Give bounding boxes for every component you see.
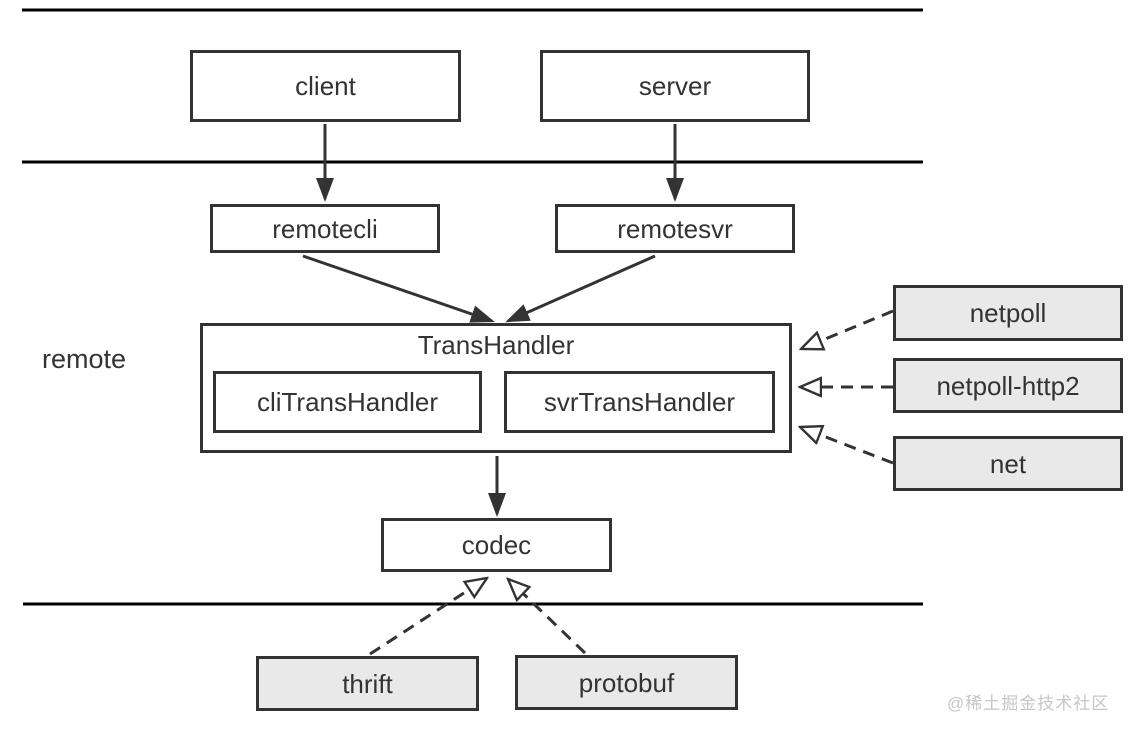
node-remotecli-label: remotecli (272, 213, 378, 244)
node-client-label: client (295, 71, 356, 101)
edge-net-transhandler (800, 427, 894, 465)
node-svr-transhandler-label: svrTransHandler (543, 387, 736, 417)
node-transhandler-label: TransHandler (417, 330, 575, 360)
node-net-label: net (989, 448, 1027, 479)
node-cli-transhandler-label: cliTransHandler (256, 387, 439, 417)
node-svr-transhandler: svrTransHandler (504, 371, 775, 433)
node-client: client (190, 50, 461, 122)
node-remotecli: remotecli (210, 204, 440, 253)
node-cli-transhandler: cliTransHandler (213, 371, 482, 433)
node-remotesvr: remotesvr (555, 204, 795, 253)
node-netpoll: netpoll (893, 285, 1123, 341)
node-server: server (540, 50, 810, 122)
node-remotesvr-label: remotesvr (617, 213, 733, 244)
node-netpoll-label: netpoll (969, 298, 1047, 328)
node-netpoll-http2-label: netpoll-http2 (936, 370, 1080, 401)
node-net: net (893, 436, 1123, 491)
node-thrift-label: thrift (342, 668, 393, 699)
edge-remotesvr-transhandler (505, 254, 656, 323)
section-label-remote: remote (42, 344, 127, 374)
edge-netpoll-transhandler (801, 309, 894, 349)
node-codec: codec (381, 518, 612, 572)
node-netpoll-http2: netpoll-http2 (893, 358, 1123, 413)
node-server-label: server (638, 71, 712, 101)
edge-protobuf-codec (508, 579, 587, 655)
node-protobuf: protobuf (515, 655, 738, 710)
node-thrift: thrift (256, 656, 479, 711)
edge-thrift-codec (369, 578, 487, 656)
node-codec-label: codec (461, 530, 532, 560)
node-protobuf-label: protobuf (578, 667, 675, 698)
edge-remotecli-transhandler (302, 254, 495, 323)
watermark: @稀土掘金技术社区 (947, 694, 1110, 713)
